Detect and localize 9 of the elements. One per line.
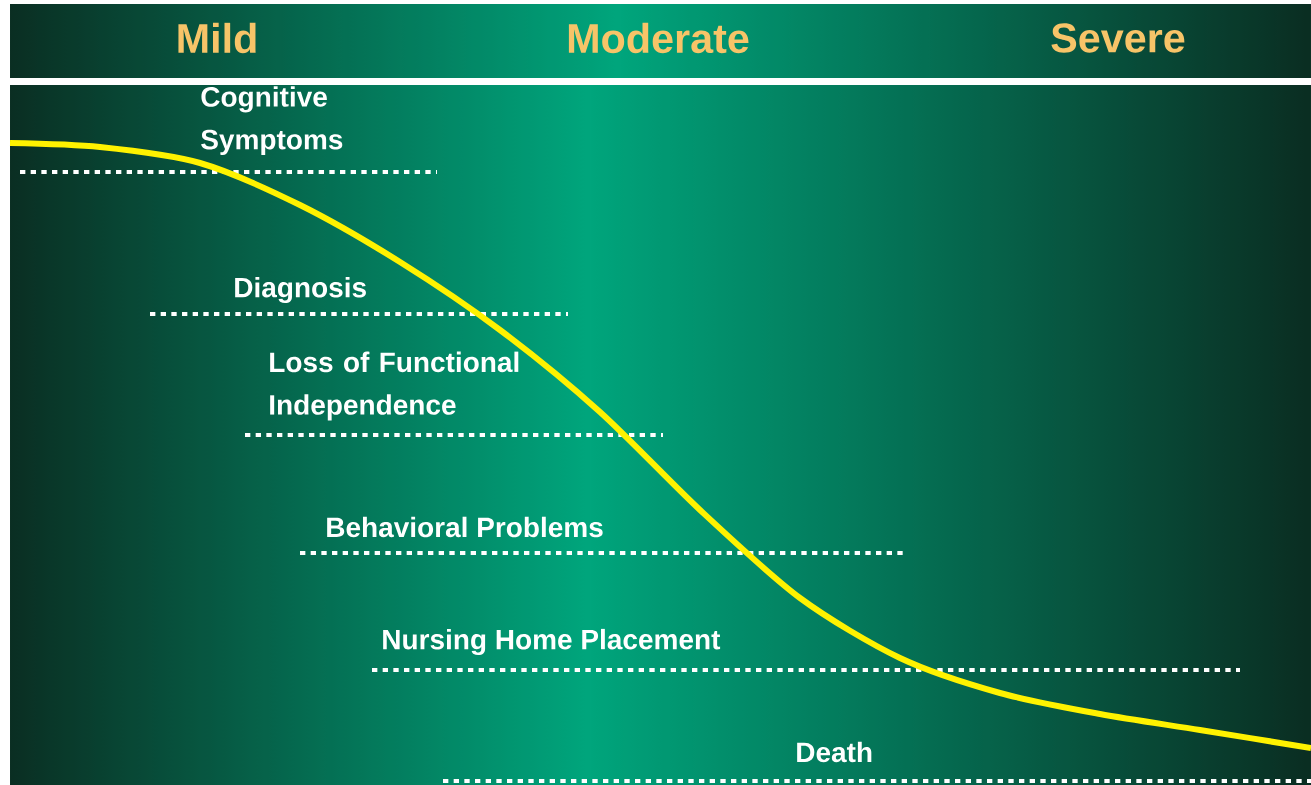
- stage-heading: Moderate: [568, 22, 749, 54]
- milestone-label: Cognitive Symptoms: [201, 86, 343, 156]
- milestone-label: Diagnosis: [235, 276, 366, 304]
- milestone-label: Loss of Functional Independence: [270, 351, 519, 421]
- stage-heading: Mild: [178, 22, 256, 54]
- stage-heading: Severe: [1051, 23, 1185, 53]
- milestone-label: Death: [797, 741, 872, 763]
- milestone-label: Behavioral Problems: [327, 516, 603, 538]
- milestone-label: Nursing Home Placement: [383, 628, 721, 656]
